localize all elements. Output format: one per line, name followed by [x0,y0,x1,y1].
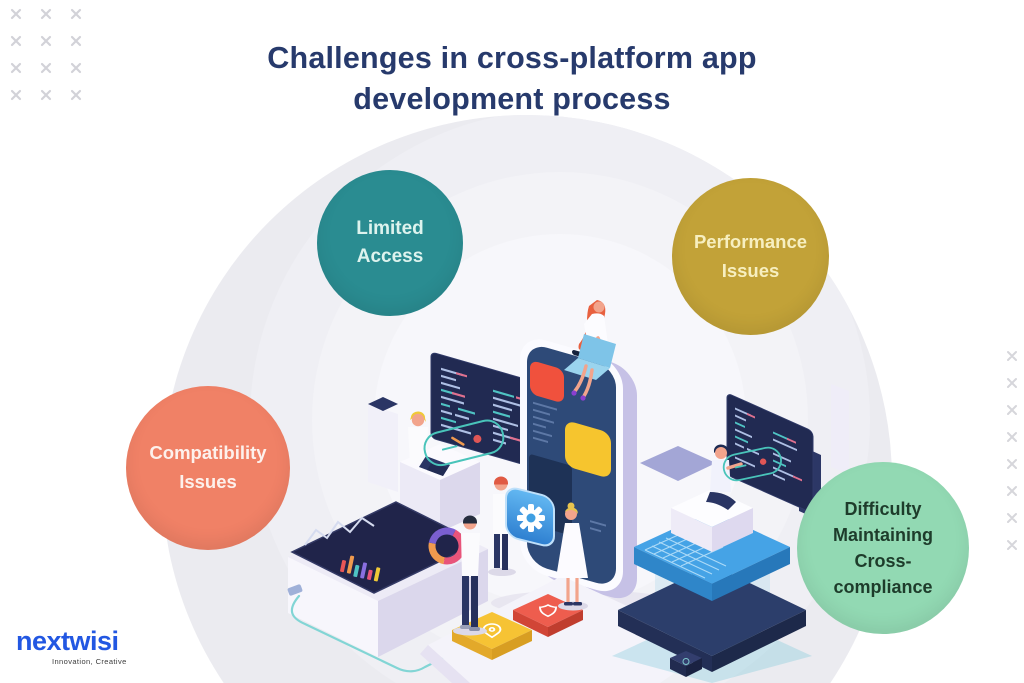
wireframe-phone-left [423,419,505,467]
bubble-performance-issues: Performance Issues [672,178,829,335]
donut-chart [428,527,466,565]
developer-on-phone [564,300,616,401]
keyboard-platform-group [612,444,812,683]
bubble-compatibility-issues: Compatibility Issues [126,386,290,550]
lavender-tile [640,446,716,481]
developer-standing-1 [453,515,487,636]
bubble-performance-issues-label: Performance Issues [693,230,808,281]
decorative-x-column-right [1007,351,1017,550]
bubble-limited-access-label: Limited Access [356,217,424,268]
logo-tagline: Innovation, Creative [52,657,127,666]
mini-bar-chart [340,555,381,582]
dark-slab-top [618,565,806,656]
developer-blonde-sitting [408,411,450,476]
developer-standing-woman [556,502,588,611]
gear-icon [517,504,545,532]
cable-wire [287,584,463,673]
bubble-compatibility-issues-label: Compatibility Issues [149,442,267,492]
wireframe-phone-right [722,446,782,482]
left-pillar [368,397,398,492]
nextwisi-logo: nextwisi Innovation, Creative [16,626,127,667]
code-screen-right [726,394,814,513]
light-pillar [831,384,849,474]
bubble-cross-compliance: Difficulty Maintaining Cross- compliance [797,462,969,634]
small-cube [670,651,702,677]
logo-wordmark: nextwisi [16,626,119,656]
decorative-x-grid-top-left [10,8,82,101]
analytics-dashboard [288,501,488,657]
bubble-cross-compliance-label: Difficulty Maintaining Cross- compliance [833,498,933,598]
bubble-limited-access: Limited Access [317,170,463,316]
developer-sitting-right [706,444,743,510]
settings-gear-panel [505,487,555,547]
page-title: Challenges in cross-platform app develop… [267,41,757,116]
isometric-scene [287,300,849,683]
